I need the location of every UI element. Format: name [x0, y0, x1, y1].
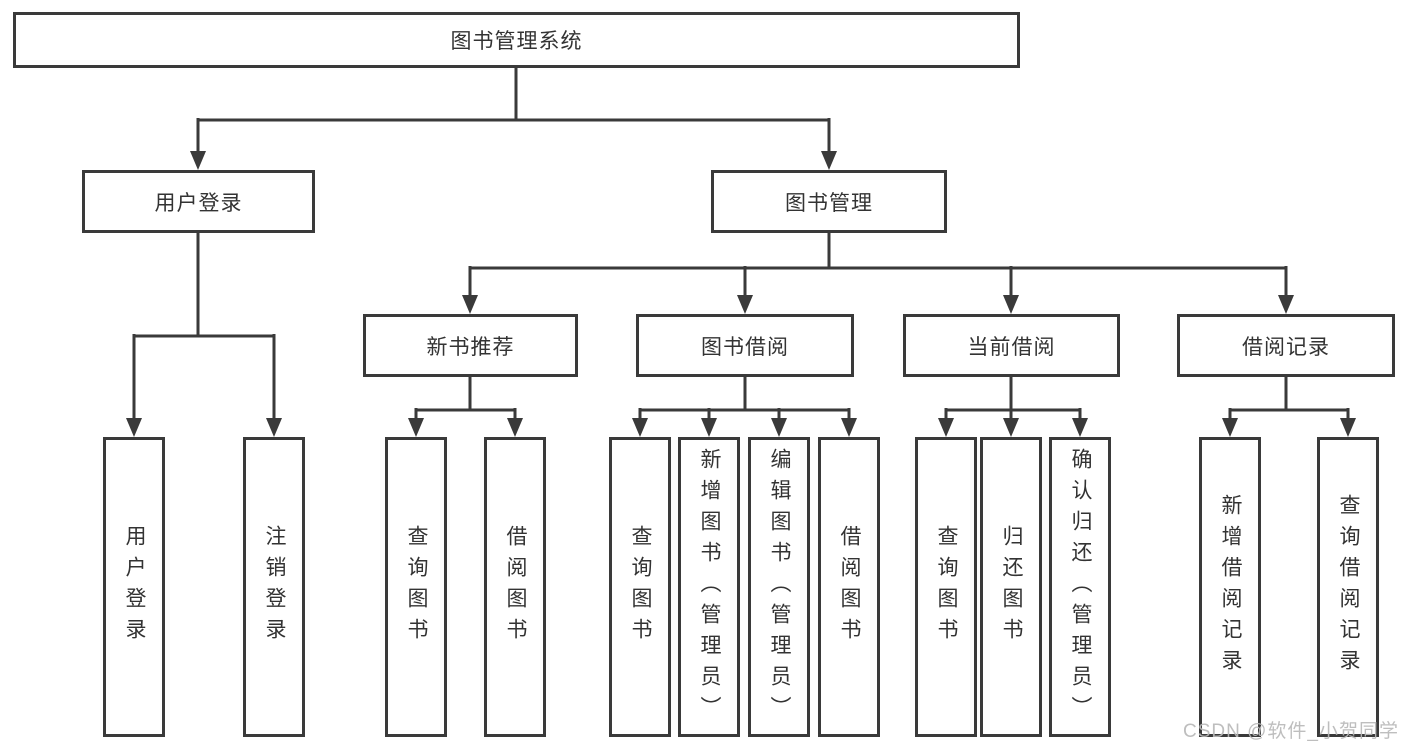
csdn-watermark: CSDN @软件_小贺同学 [1183, 721, 1399, 742]
leaf-records-add-record: 新增借阅记录 [1199, 437, 1261, 737]
node-user-login: 用户登录 [82, 170, 315, 233]
leaf-recommend-borrow-book: 借阅图书 [484, 437, 546, 737]
leaf-borrow-borrow-book: 借阅图书 [818, 437, 880, 737]
leaf-current-query-book: 查询图书 [915, 437, 977, 737]
node-borrow-records: 借阅记录 [1177, 314, 1395, 377]
node-book-management: 图书管理 [711, 170, 947, 233]
leaf-current-confirm-return-admin: 确认归还（管理员） [1049, 437, 1111, 737]
leaf-records-query-record: 查询借阅记录 [1317, 437, 1379, 737]
leaf-recommend-query-book: 查询图书 [385, 437, 447, 737]
leaf-logout: 注销登录 [243, 437, 305, 737]
node-new-book-recommend: 新书推荐 [363, 314, 578, 377]
node-root: 图书管理系统 [13, 12, 1020, 68]
leaf-current-return-book: 归还图书 [980, 437, 1042, 737]
node-book-borrow: 图书借阅 [636, 314, 854, 377]
leaf-borrow-add-book-admin: 新增图书（管理员） [678, 437, 740, 737]
leaf-borrow-query-book: 查询图书 [609, 437, 671, 737]
leaf-borrow-edit-book-admin: 编辑图书（管理员） [748, 437, 810, 737]
node-current-borrow: 当前借阅 [903, 314, 1120, 377]
leaf-user-login: 用户登录 [103, 437, 165, 737]
